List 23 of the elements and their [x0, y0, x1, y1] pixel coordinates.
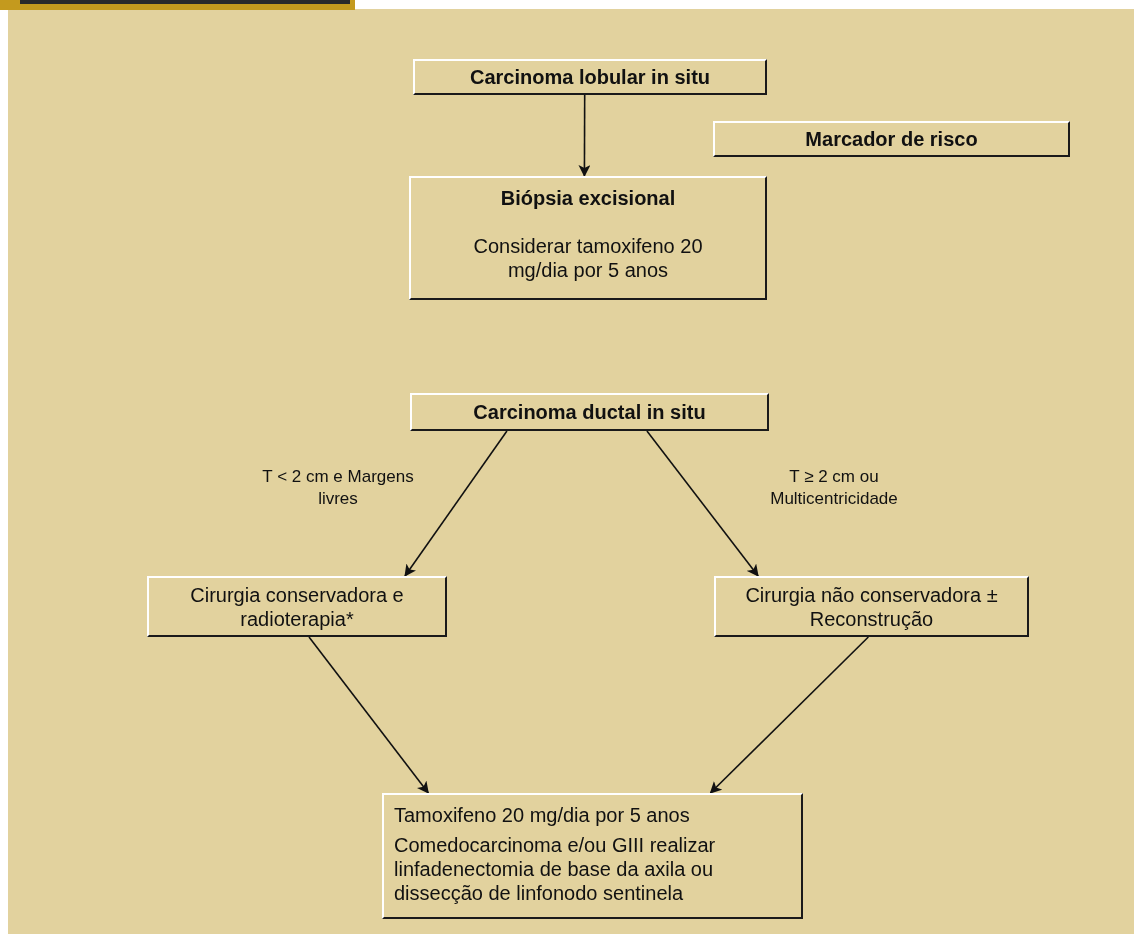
box-text: Cirurgia conservadora e radioterapia*	[189, 582, 405, 631]
box-text: Considerar tamoxifeno 20 mg/dia por 5 anos	[472, 234, 704, 282]
edge-label: T ≥ 2 cm ou Multicentricidade	[769, 466, 899, 511]
process-box	[382, 793, 803, 919]
box-text: Carcinoma ductal in situ	[472, 400, 707, 424]
arrow	[308, 636, 430, 794]
process-box	[147, 576, 447, 637]
box-text: Carcinoma lobular in situ	[468, 65, 711, 89]
process-box	[413, 59, 767, 95]
process-box	[714, 576, 1029, 637]
box-heading: Tamoxifeno 20 mg/dia por 5 anos	[394, 803, 691, 827]
process-box	[713, 121, 1070, 157]
process-box	[410, 393, 769, 431]
arrow	[646, 430, 759, 577]
arrow	[578, 94, 591, 177]
arrow	[709, 636, 870, 794]
edge-label: T < 2 cm e Margens livres	[261, 466, 415, 511]
process-box	[409, 176, 767, 300]
box-text: Marcador de risco	[804, 127, 979, 151]
arrow	[404, 430, 508, 577]
box-text: Comedocarcinoma e/ou GIII realizar linfadenectomia de base da axila ou dissecção de linfonodo sentinela	[394, 833, 717, 905]
box-text: Cirurgia não conservadora ± Reconstrução	[744, 582, 999, 631]
box-heading: Biópsia excisional	[499, 186, 677, 210]
